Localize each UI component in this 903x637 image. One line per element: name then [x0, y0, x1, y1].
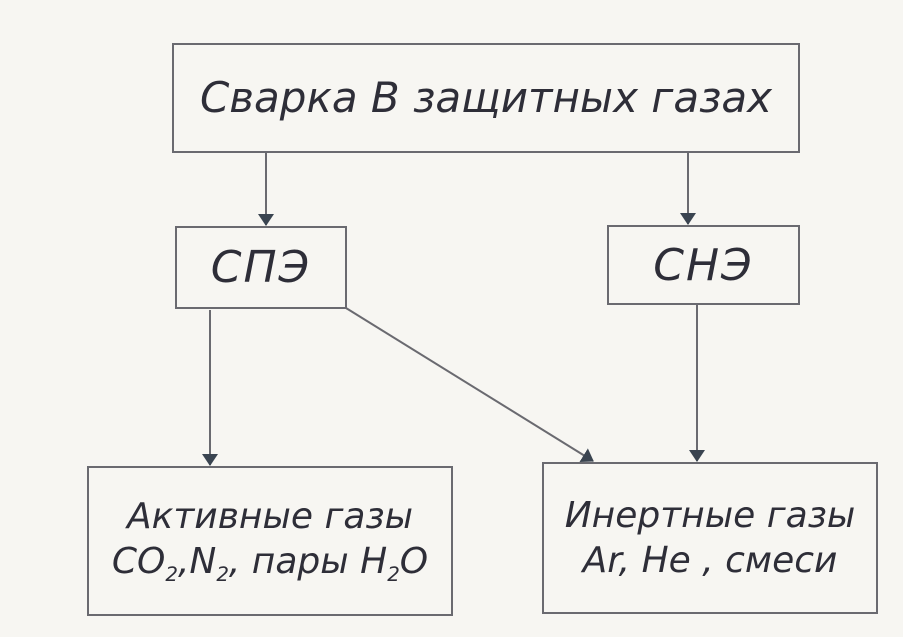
box-active-gases: Активные газы CO2,N2, пары H2O — [87, 466, 453, 616]
co2-base: CO — [111, 541, 166, 583]
box-sne: СНЭ — [607, 225, 800, 305]
n2-sub: 2 — [216, 563, 229, 587]
inert-gases-list: Ar, He , смеси — [582, 540, 838, 581]
active-gases-heading: Активные газы — [126, 496, 414, 538]
box-inert-gases: Инертные газы Ar, He , смеси — [542, 462, 878, 614]
co2-sub: 2 — [165, 563, 178, 587]
title-text: Сварка В защитных газах — [199, 72, 773, 122]
h2o-sub: 2 — [387, 563, 400, 587]
active-gases-formulas: CO2,N2, пары H2O — [112, 539, 428, 588]
water-vapor-text: , пары H — [228, 541, 388, 583]
box-spe: СПЭ — [175, 226, 347, 309]
inert-gases-heading: Инертные газы — [564, 495, 856, 536]
box-welding-shielding-gases: Сварка В защитных газах — [172, 43, 800, 153]
n2-base: ,N — [177, 541, 217, 583]
spe-text: СПЭ — [210, 242, 312, 293]
sne-text: СНЭ — [653, 239, 754, 291]
h2o-tail: O — [399, 541, 429, 583]
arrow-spe-to-inert — [345, 307, 594, 463]
